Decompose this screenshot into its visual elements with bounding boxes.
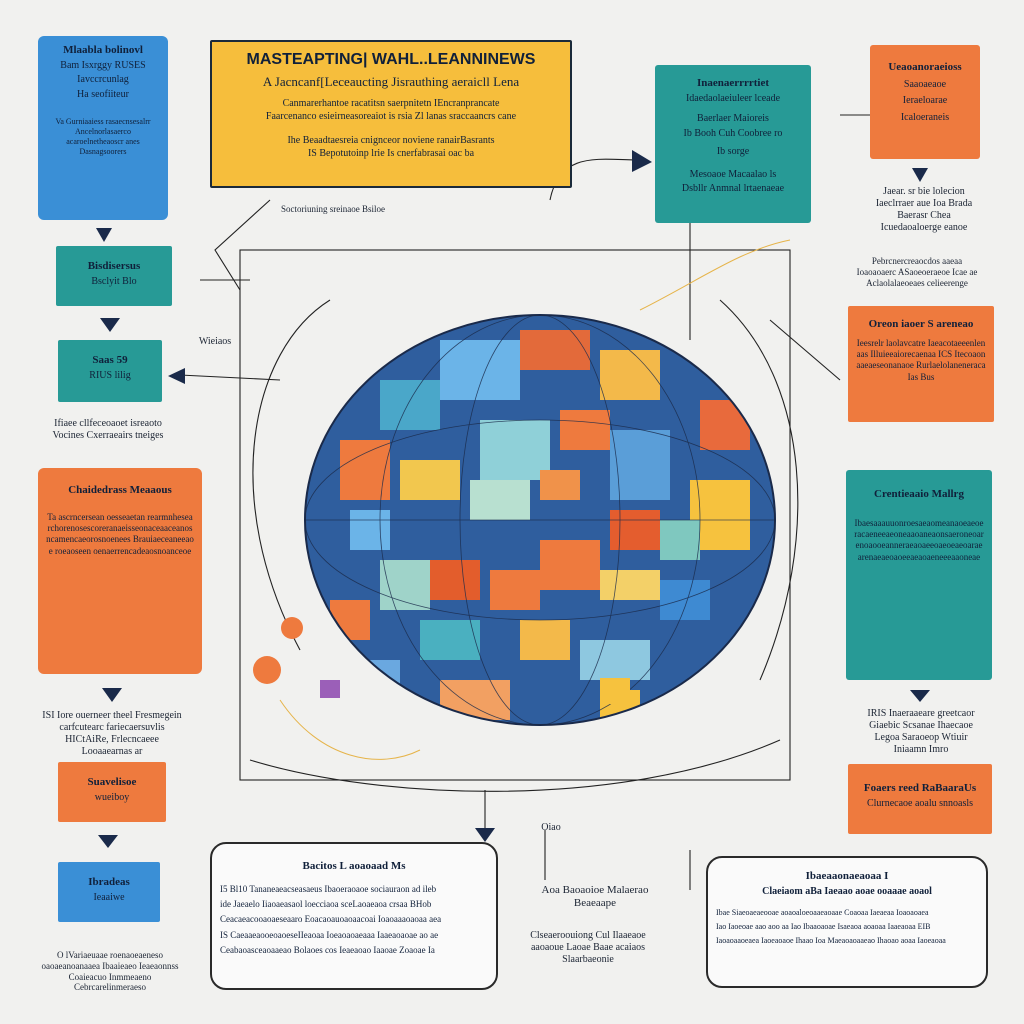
panel-line: Ceacaeacooaoaeseaaro Eoacaoauoaoaacoai I… — [220, 914, 488, 925]
panel-line: Iao Iaoeoae aao aoo aa Iao Ibaaoaoae Isa… — [716, 922, 978, 932]
right-box-5: Foaers reed RaBaaraUs Clurnecaoe aoalu s… — [848, 764, 992, 834]
box-subtitle: Ieraeloarae — [878, 95, 972, 108]
panel-line: ide Jaeaelo Iiaoaeasaol loecciaoa sceLao… — [220, 899, 488, 910]
box-title: Chaidedrass Meaaous — [46, 484, 194, 498]
caption: Pebrcnercreaocdos aaeaa Ioaoaoaerc ASaoe… — [852, 256, 982, 288]
box-title: Saas 59 — [66, 354, 154, 368]
arrow-left-icon — [168, 368, 185, 384]
box-title: Ibradeas — [66, 876, 152, 890]
header-subtitle: A Jacncanf[Leceaucting Jisrauthing aerai… — [220, 74, 562, 90]
panel-title: Bacitos L aoaoaad Ms — [220, 860, 488, 874]
box-subtitle: RIUS lilig — [66, 370, 154, 383]
arrow-down-icon — [102, 688, 122, 702]
box-paragraph: Ieesrelr laolavcatre Iaeacotaeeenlenaas … — [856, 338, 986, 383]
caption: IRIS Inaeraaeare greetcaor Giaebic Scsan… — [858, 708, 984, 756]
box-paragraph: Ta ascrncersean oesseaetan rearmnhesearc… — [46, 512, 194, 557]
box-title: Foaers reed RaBaaraUs — [856, 782, 984, 796]
bottom-panel-left: Bacitos L aoaoaad Ms I5 Bl10 Tananeaeacs… — [210, 842, 498, 990]
arrow-down-icon — [910, 690, 930, 702]
caption: Soctoriuning sreinaoe Bsiloe — [268, 204, 398, 215]
box-paragraph: Ibaesaaauuonroesaeaomeanaoeaeoeracaeneea… — [854, 518, 984, 563]
box-title: Suavelisoe — [66, 776, 158, 790]
arrow-down-icon — [912, 168, 928, 182]
box-subtitle: Ieaaiwe — [66, 892, 152, 905]
box-title: Inaenaerrrrtiet — [663, 77, 803, 91]
box-subtitle: Icaloeraneis — [878, 112, 972, 125]
arrow-right-icon — [632, 150, 652, 172]
arrow-down-icon — [100, 318, 120, 332]
panel-line: IS CaeaaeaooeoaoeseIIeaoaa Ioeaoaoaeaaa … — [220, 930, 488, 941]
arrow-down-icon — [98, 835, 118, 848]
box-title: Mlaabla bolinovl — [46, 44, 160, 58]
arrow-down-icon — [96, 228, 112, 242]
panel-line: Iaoaoaaoeaea Iaoeaoaoe Ihaao Ioa Maeaoao… — [716, 936, 978, 946]
box-subtitle: wueiboy — [66, 792, 158, 805]
panel-line: Ibae Siaeoaeaeooae aoaoaloeoaaeaoaae Coa… — [716, 908, 978, 918]
right-box-1: Inaenaerrrrtiet Idaedaolaeiuleer lceade … — [655, 65, 811, 223]
arrow-down-icon — [475, 828, 495, 842]
right-box-3: Oreon iaoer S areneao Ieesrelr laolavcat… — [848, 306, 994, 422]
caption: Oiao — [536, 822, 566, 834]
left-box-5: Suavelisoe wueiboy — [58, 762, 166, 822]
caption: Wieiaos — [190, 336, 240, 348]
left-box-2: Bisdisersus Bsclyit Blo — [56, 246, 172, 306]
box-line: Mesoaoe Macaalao ls — [663, 169, 803, 182]
box-line: Ib sorge — [663, 146, 803, 159]
box-line: Ib Booh Cuh Coobree ro — [663, 128, 803, 141]
left-box-1: Mlaabla bolinovl Bam Isxrggy RUSES Iavcc… — [38, 36, 168, 220]
left-box-4: Chaidedrass Meaaous Ta ascrncersean oess… — [38, 468, 202, 674]
panel-line: Ceabaoasceaoaaeao Bolaoes cos Ieaeaoao I… — [220, 945, 488, 956]
header-body: Canmarerhantoe racatitsn saerpnitetn IEn… — [220, 98, 562, 111]
caption: Aoa Baoaoioe Malaerao Beaeaape — [540, 884, 650, 910]
box-subtitle: Idaedaolaeiuleer lceade — [663, 93, 803, 106]
right-box-4: Crentieaaio Mallrg Ibaesaaauuonroesaeaom… — [846, 470, 992, 680]
box-subtitle: Iavccrcunlag — [46, 74, 160, 87]
left-box-6: Ibradeas Ieaaiwe — [58, 862, 160, 922]
box-subtitle: Ha seofiiteur — [46, 89, 160, 102]
bottom-panel-right: Ibaeaaonaeaoaa I Claeiaom aBa Iaeaao aoa… — [706, 856, 988, 988]
caption: Jaear. sr bie lolecion Iaeclrraer aue Io… — [868, 186, 980, 234]
panel-line: I5 Bl10 Tananeaeacseasaeus Ibaoeraoaoe s… — [220, 884, 488, 895]
caption: Clseaeroouiong Cul Ilaaeaoe aaoaoue Laoa… — [528, 930, 648, 966]
box-title: Ueaoanoraeioss — [878, 61, 972, 75]
box-paragraph: Va Gurniaaiess rasaecnsesalrr Ancelnorla… — [46, 117, 160, 157]
header-callout: MASTEAPTING| WAHL..LEANNINEWS A Jacncanf… — [210, 40, 572, 188]
header-body: Faarcenanco esieirneasoreaiot is rsia Zl… — [220, 111, 562, 124]
header-body: Ihe Beaadtaesreia cnignceor noviene rana… — [220, 135, 562, 148]
panel-subtitle: Claeiaom aBa Iaeaao aoae ooaaae aoaol — [716, 886, 978, 899]
box-subtitle: Bsclyit Blo — [64, 276, 164, 289]
box-subtitle: Saaoaeaoe — [878, 79, 972, 92]
caption: ISI Iore ouerneer theel Fresmegein carfc… — [42, 710, 182, 758]
box-title: Crentieaaio Mallrg — [854, 488, 984, 502]
box-line: Baerlaer Maioreis — [663, 113, 803, 126]
box-title: Bisdisersus — [64, 260, 164, 274]
left-box-3: Saas 59 RIUS lilig — [58, 340, 162, 402]
box-title: Oreon iaoer S areneao — [856, 318, 986, 332]
right-box-2: Ueaoanoraeioss Saaoaeaoe Ieraeloarae Ica… — [870, 45, 980, 159]
box-subtitle: Clurnecaoe aoalu snnoasls — [856, 798, 984, 811]
caption: Ifiaee cllfeceoaoet isreaoto Vocines Cxe… — [48, 418, 168, 442]
header-body: IS Bepotutoinp lrie Is cnerfabrasai oac … — [220, 148, 562, 161]
box-subtitle: Bam Isxrggy RUSES — [46, 60, 160, 73]
panel-title: Ibaeaaonaeaoaa I — [716, 870, 978, 884]
header-title: MASTEAPTING| WAHL..LEANNINEWS — [220, 50, 562, 70]
box-line: Dsbllr Anmnal lrtaenaeae — [663, 183, 803, 196]
caption: O lVariaeuaae roenaoeaeneso oaoaeanoanaa… — [38, 950, 182, 993]
